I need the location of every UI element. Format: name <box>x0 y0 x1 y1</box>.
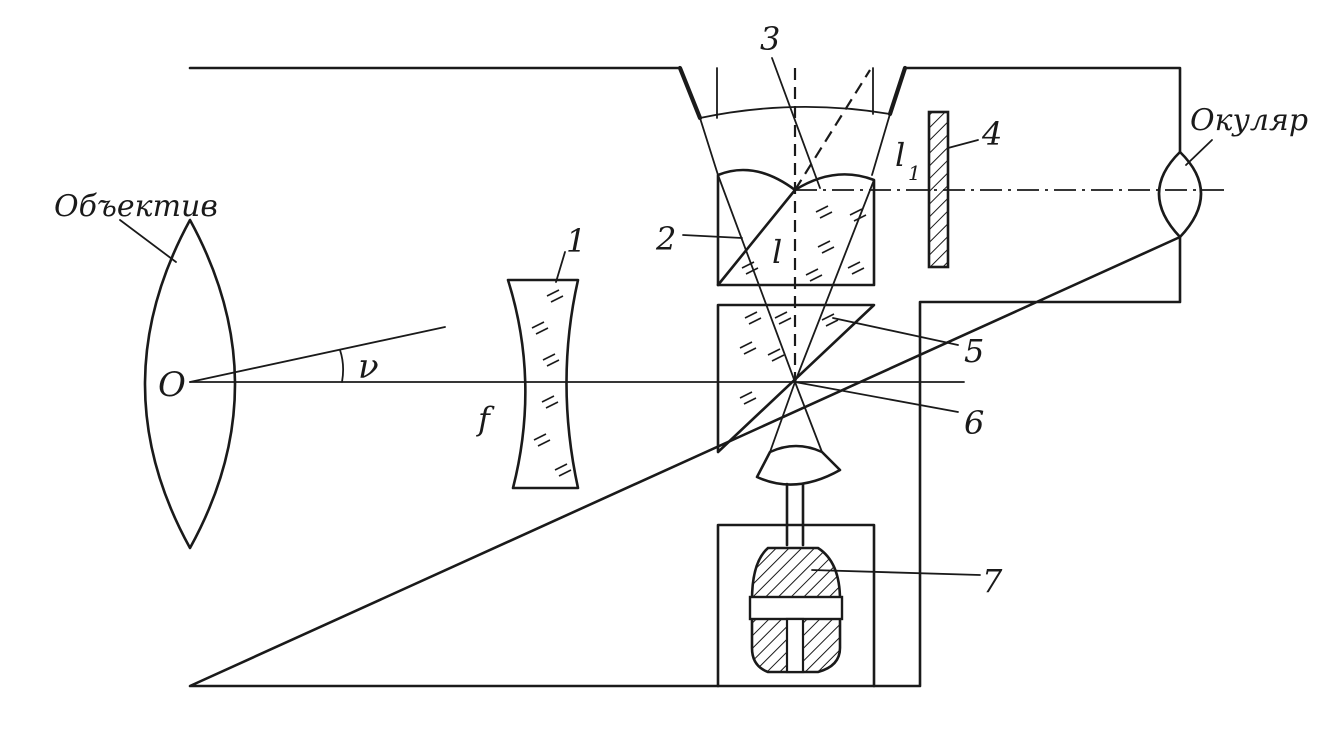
leader-1 <box>555 251 566 283</box>
label-l: l <box>772 233 782 271</box>
leader-2 <box>682 234 743 239</box>
label-l1-subscript: 1 <box>908 161 921 185</box>
label-objective: Объектив <box>54 189 218 224</box>
label-3: 3 <box>760 20 780 58</box>
lower-compartment-box <box>716 523 876 688</box>
leader-7 <box>811 569 981 576</box>
prism-diagonal-2 <box>716 188 797 287</box>
dashed-slanted-ray <box>794 69 871 191</box>
funnel-left-wall <box>677 65 703 121</box>
leader-4 <box>947 139 979 149</box>
objective-lens <box>143 218 237 550</box>
funnel-right-wall <box>887 65 908 117</box>
objective-leader <box>119 219 177 263</box>
ray-bundle-lower <box>769 381 823 453</box>
eyepiece-lens <box>1157 150 1203 239</box>
label-5: 5 <box>964 332 984 370</box>
label-angle-nu: ν <box>358 347 379 387</box>
lens-1-glass-hatching <box>531 289 572 477</box>
eyepiece-leader <box>1185 139 1213 166</box>
prism-5-hatching <box>739 311 839 405</box>
housing-outline <box>188 66 1182 688</box>
ray-bundle-upper <box>717 174 875 383</box>
negative-lens-1 <box>506 278 580 490</box>
label-2: 2 <box>655 220 676 258</box>
reticle-plate-4 <box>927 110 950 269</box>
actuator-gap <box>748 595 844 621</box>
leader-3 <box>771 57 821 189</box>
label-focus-f: f <box>476 400 495 438</box>
label-1: 1 <box>566 222 586 260</box>
funnel-left-continuation <box>699 117 719 176</box>
label-7: 7 <box>982 562 1003 600</box>
angle-arc <box>339 349 345 383</box>
label-4: 4 <box>981 115 1002 153</box>
prism-block-hatching <box>741 205 867 282</box>
actuator-slot <box>785 617 805 674</box>
label-6: 6 <box>964 404 984 442</box>
label-point-o: О <box>158 365 186 405</box>
leader-6 <box>794 381 959 413</box>
label-eyepiece: Окуляр <box>1190 103 1308 138</box>
inclined-ray <box>189 326 446 383</box>
label-l1: l <box>895 136 905 174</box>
prism-block-2-3 <box>716 168 876 287</box>
funnel-right-continuation <box>871 113 891 176</box>
leader-5 <box>832 317 959 346</box>
mirror-fan <box>755 444 842 486</box>
